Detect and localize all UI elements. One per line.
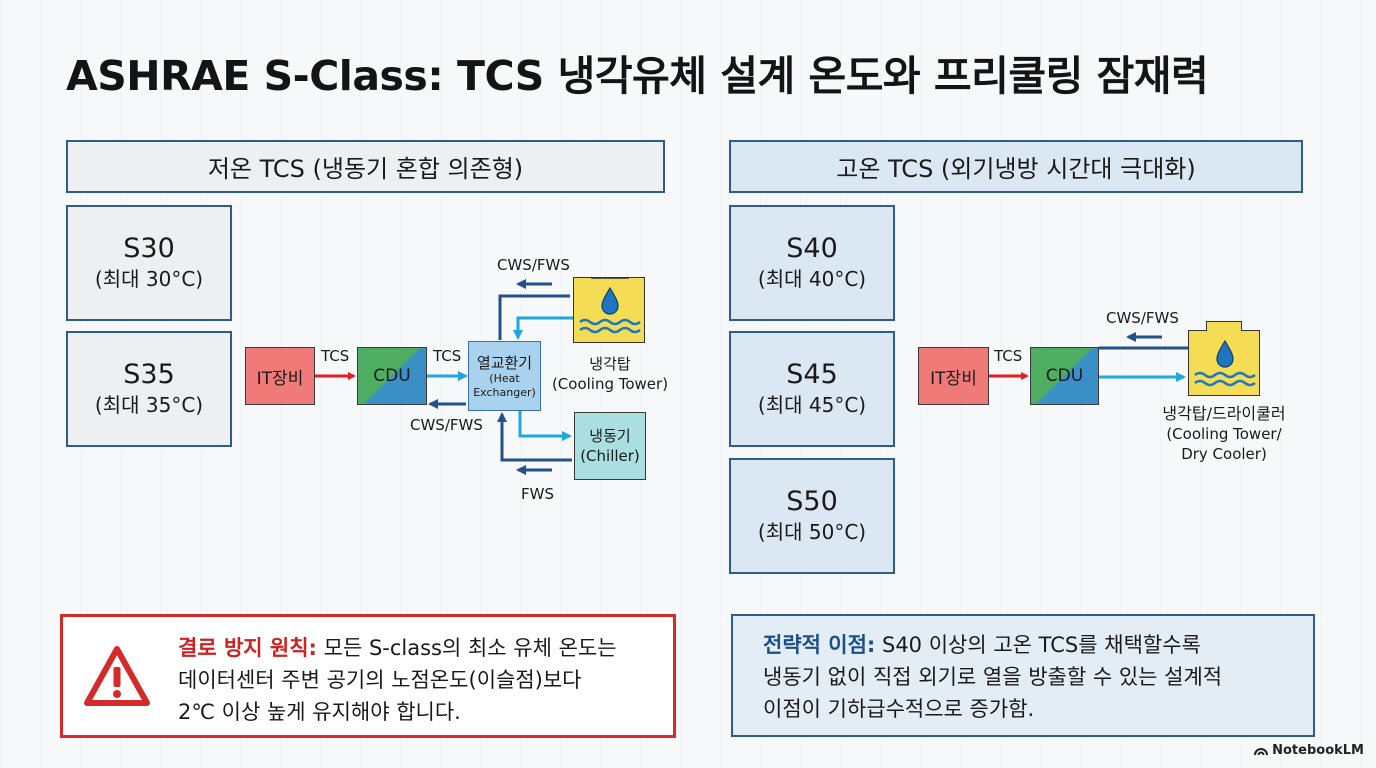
cooling-tower-en-line2: Dry Cooler) (1181, 445, 1267, 463)
chiller-en: (Chiller) (580, 447, 640, 465)
benefit-line1: S40 이상의 고온 TCS를 채택할수록 (875, 633, 1201, 657)
cooling-tower-label: 냉각탑 (Cooling Tower) (548, 354, 672, 394)
heat-exchanger-label: 열교환기 (476, 354, 533, 372)
it-equipment-node: IT장비 (245, 347, 315, 405)
class-name: S50 (786, 486, 838, 517)
cws-fws-label: CWS/FWS (410, 416, 483, 434)
notebooklm-logo-icon (1254, 748, 1269, 756)
tcs-label: TCS (433, 347, 462, 365)
cooling-tower-ko: 냉각탑 (589, 355, 631, 373)
class-max-temp: (최대 35°C) (94, 393, 204, 417)
benefit-line2: 냉동기 없이 직접 외기로 열을 방출할 수 있는 설계적 (763, 665, 1223, 689)
fws-label: FWS (521, 485, 554, 503)
class-name: S45 (786, 359, 838, 390)
chiller-node: 냉동기 (Chiller) (574, 412, 646, 480)
warning-keyword: 결로 방지 원칙: (178, 636, 317, 660)
warning-line1: 모든 S-class의 최소 유체 온도는 (316, 636, 617, 660)
class-card-s50: S50 (최대 50°C) (729, 458, 895, 574)
warning-text: 결로 방지 원칙: 모든 S-class의 최소 유체 온도는 데이터센터 주변… (178, 632, 668, 728)
cws-fws-label: CWS/FWS (1106, 309, 1179, 327)
water-drop-icon (1194, 339, 1256, 387)
warning-icon (84, 646, 150, 706)
class-max-temp: (최대 50°C) (757, 520, 867, 544)
class-name: S30 (123, 233, 175, 264)
cdu-node: CDU (357, 347, 427, 405)
class-max-temp: (최대 40°C) (757, 267, 867, 291)
tcs-label: TCS (321, 347, 350, 365)
class-name: S35 (123, 359, 175, 390)
benefit-line3: 이점이 기하급수적으로 증가함. (763, 697, 1035, 721)
heat-exchanger-node: 열교환기 (Heat Exchanger) (468, 341, 541, 411)
cooling-tower-ko: 냉각탑/드라이쿨러 (1162, 404, 1286, 423)
notebooklm-brand: NotebookLM (1254, 743, 1364, 758)
cooling-tower-en-line1: (Cooling Tower/ (1166, 425, 1282, 443)
condensation-warning-box: 결로 방지 원칙: 모든 S-class의 최소 유체 온도는 데이터센터 주변… (60, 614, 676, 738)
class-name: S40 (786, 233, 838, 264)
cdu-node: CDU (1030, 347, 1099, 405)
class-max-temp: (최대 45°C) (757, 393, 867, 417)
page-title: ASHRAE S-Class: TCS 냉각유체 설계 온도와 프리쿨링 잠재력 (66, 52, 1209, 100)
warning-line3: 2℃ 이상 높게 유지해야 합니다. (178, 700, 461, 724)
warning-line2: 데이터센터 주변 공기의 노점온도(이슬점)보다 (178, 668, 582, 692)
benefit-keyword: 전략적 이점: (763, 633, 876, 657)
class-card-s40: S40 (최대 40°C) (729, 205, 895, 321)
low-temp-tcs-header: 저온 TCS (냉동기 혼합 의존형) (66, 140, 665, 193)
tcs-label: TCS (994, 347, 1023, 365)
cws-fws-label: CWS/FWS (497, 256, 570, 274)
chiller-ko: 냉동기 (589, 427, 631, 445)
class-card-s35: S35 (최대 35°C) (66, 331, 232, 447)
class-card-s45: S45 (최대 45°C) (729, 331, 895, 447)
cooling-tower-drycooler-label: 냉각탑/드라이쿨러 (Cooling Tower/ Dry Cooler) (1150, 404, 1298, 464)
cooling-tower-en: (Cooling Tower) (551, 375, 669, 393)
it-equipment-node: IT장비 (918, 347, 989, 405)
benefit-text: 전략적 이점: S40 이상의 고온 TCS를 채택할수록 냉동기 없이 직접 … (763, 629, 1303, 725)
heat-exchanger-en-line1: (Heat (489, 372, 520, 385)
cooling-tower-cap (1206, 321, 1242, 331)
brand-label: NotebookLM (1272, 743, 1364, 758)
class-card-s30: S30 (최대 30°C) (66, 205, 232, 321)
heat-exchanger-en-line2: Exchanger) (473, 386, 536, 399)
strategic-benefit-box: 전략적 이점: S40 이상의 고온 TCS를 채택할수록 냉동기 없이 직접 … (731, 614, 1315, 737)
cooling-tower-icon (1188, 330, 1260, 396)
class-max-temp: (최대 30°C) (94, 267, 204, 291)
high-temp-tcs-header: 고온 TCS (외기냉방 시간대 극대화) (729, 140, 1303, 193)
